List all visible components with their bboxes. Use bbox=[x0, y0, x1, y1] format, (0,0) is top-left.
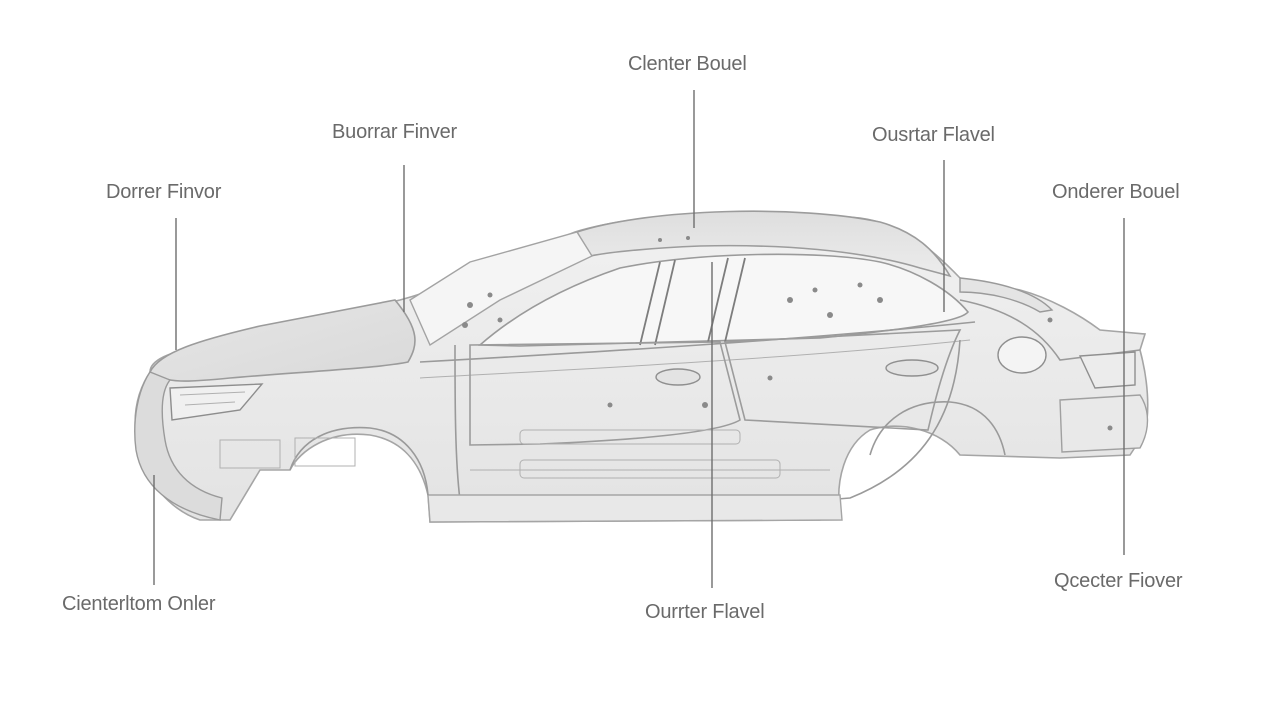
b-pillar-inner bbox=[654, 259, 676, 346]
side-window-frame bbox=[477, 253, 970, 347]
rear-bumper bbox=[1059, 394, 1149, 453]
c-pillar-inner bbox=[724, 257, 746, 343]
callout-bottom-right: Qcecter Fiover bbox=[1054, 570, 1183, 592]
tail-lamp bbox=[1078, 351, 1136, 389]
callout-right: Onderer Bouel bbox=[1052, 181, 1180, 203]
front-wheel-arch bbox=[289, 426, 429, 496]
floor-rail-1 bbox=[519, 429, 741, 445]
callout-left: Dorrer Finvor bbox=[106, 181, 222, 203]
belt-line bbox=[419, 321, 976, 363]
rear-door bbox=[723, 329, 962, 431]
fuel-door bbox=[997, 336, 1047, 374]
roof-panel bbox=[575, 210, 952, 278]
headlamp bbox=[169, 383, 264, 421]
rear-quarter-line bbox=[959, 299, 1141, 361]
belt-line-lower bbox=[419, 339, 971, 379]
floor-rail-2 bbox=[519, 459, 781, 479]
rear-door-handle bbox=[885, 359, 939, 377]
fender-bracket-2 bbox=[219, 439, 281, 469]
front-bumper bbox=[134, 371, 223, 521]
fender-bracket-1 bbox=[294, 437, 356, 467]
callout-upper-right: Ousrtar Flavel bbox=[872, 124, 995, 146]
rear-wheel-arch bbox=[869, 401, 1006, 456]
front-door-handle bbox=[655, 368, 701, 386]
callout-bottom-center: Ourrter Flavel bbox=[645, 601, 765, 623]
car-body bbox=[134, 210, 1149, 523]
callout-upper-left: Buorrar Finver bbox=[332, 121, 458, 143]
trunk-lid bbox=[959, 277, 1054, 313]
b-pillar bbox=[639, 261, 661, 346]
hood-panel bbox=[148, 299, 416, 382]
callout-bottom-left: Cienterltom Onler bbox=[62, 593, 216, 615]
headlamp-detail bbox=[179, 391, 246, 406]
rivet-dots bbox=[462, 236, 1113, 431]
callout-top-center: Clenter Bouel bbox=[628, 53, 747, 75]
leader-lines bbox=[153, 90, 1125, 588]
windshield bbox=[409, 231, 594, 347]
rocker-sill bbox=[427, 494, 843, 523]
